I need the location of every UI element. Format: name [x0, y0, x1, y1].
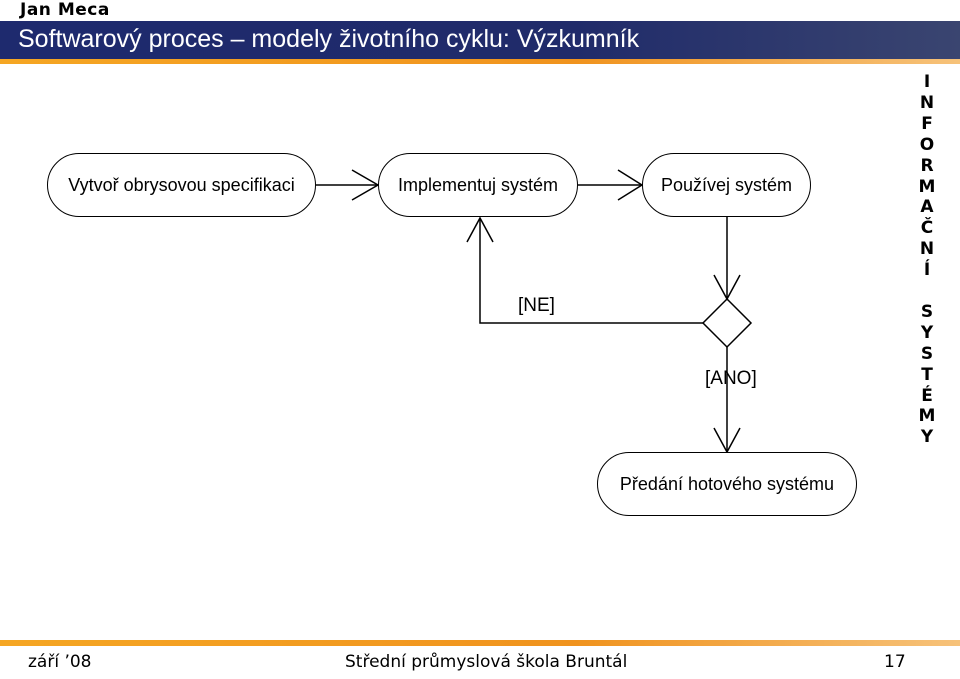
- sidebar-letter: A: [920, 197, 934, 218]
- arrowhead: [466, 216, 494, 243]
- sidebar-letter: É: [921, 385, 933, 406]
- node-create-spec: Vytvoř obrysovou specifikaci: [47, 153, 316, 217]
- sidebar-letter: S: [920, 343, 934, 364]
- footer-accent-line: [0, 640, 960, 646]
- footer-school: Střední průmyslová škola Bruntál: [345, 652, 628, 672]
- sidebar-letter: Í: [923, 260, 931, 281]
- sidebar-letter: T: [921, 364, 933, 385]
- flow-arrow-no-back-to-implement: [479, 218, 703, 324]
- footer: září ’08 Střední průmyslová škola Bruntá…: [0, 650, 960, 676]
- sidebar-letter: N: [919, 92, 935, 113]
- title-bar: Softwarový proces – modely životního cyk…: [0, 21, 960, 59]
- author-name: Jan Meca: [20, 0, 110, 20]
- sidebar-letter: M: [918, 406, 936, 427]
- node-deliver-system: Předání hotového systému: [597, 452, 857, 516]
- guard-label-no: [NE]: [518, 295, 555, 316]
- decision-diamond: [701, 297, 753, 349]
- footer-date: září ’08: [28, 652, 92, 672]
- sidebar-letter: Č: [920, 218, 934, 239]
- sidebar-letter: O: [919, 134, 935, 155]
- sidebar-letter: Y: [920, 427, 934, 448]
- sidebar-letter: Y: [920, 322, 934, 343]
- vertical-sidebar-text: I N F O R M A Č N Í S Y S T É M Y: [912, 72, 942, 448]
- sidebar-letter: I: [923, 72, 931, 92]
- sidebar-letter: F: [921, 113, 933, 134]
- slide-title: Softwarový proces – modely životního cyk…: [18, 25, 640, 53]
- node-use-system: Používej systém: [642, 153, 811, 217]
- page-number: 17: [884, 652, 906, 672]
- sidebar-letter: M: [918, 176, 936, 197]
- node-implement-system: Implementuj systém: [378, 153, 578, 217]
- sidebar-letter: S: [920, 301, 934, 322]
- sidebar-letter: R: [920, 155, 934, 176]
- sidebar-letter: N: [919, 239, 935, 260]
- title-accent-line: [0, 59, 960, 64]
- guard-label-yes: [ANO]: [705, 368, 757, 389]
